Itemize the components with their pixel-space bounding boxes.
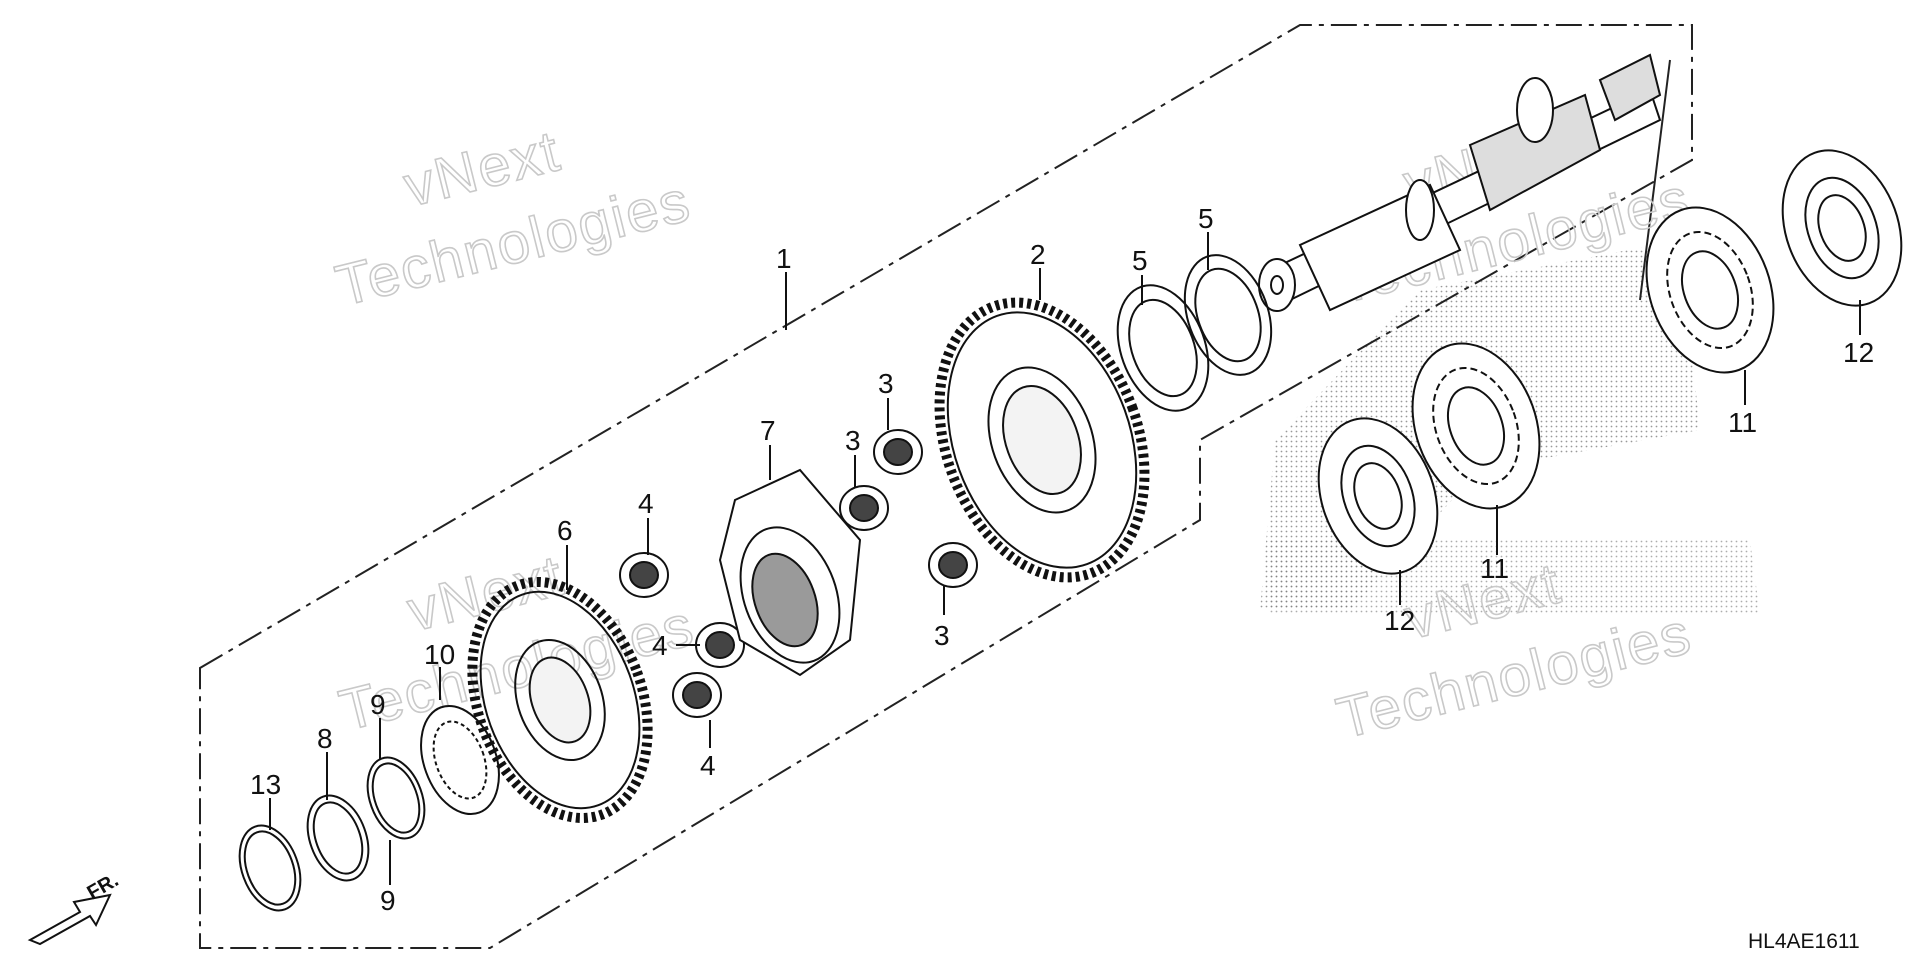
callout-oil-seal: 12 (1384, 605, 1415, 636)
callout-split-ring: 9 (370, 689, 386, 720)
callout-circlip: 13 (250, 769, 281, 800)
callout-damper-hub: 7 (760, 415, 776, 446)
washer (1116, 254, 1273, 412)
ball-bearing (1411, 206, 1775, 510)
damper-hub (718, 468, 862, 677)
callout-oil-seal: 12 (1843, 337, 1874, 368)
circlip (238, 824, 302, 912)
assembly-outline (199, 24, 1693, 949)
callout-shaft: 1 (776, 243, 792, 274)
callout-washer: 5 (1132, 245, 1148, 276)
watermark: vNext Technologies (329, 117, 698, 319)
callout-driven-gear: 2 (1030, 239, 1046, 270)
front-direction-marker: FR. (27, 869, 122, 946)
split-ring (366, 756, 426, 840)
thin-washer (306, 794, 370, 882)
callout-spring: 3 (934, 620, 950, 651)
diagram-code: HL4AE1611 (1748, 930, 1860, 953)
callout-spring: 3 (845, 425, 861, 456)
callout-spring-small: 4 (700, 750, 716, 781)
callout-split-ring: 9 (380, 885, 396, 916)
leader-lines (269, 232, 1861, 885)
callout-washer: 5 (1198, 203, 1214, 234)
callout-spring-small: 4 (638, 488, 654, 519)
callout-labels: 1 2 5 5 3 3 3 7 4 4 4 6 10 9 9 8 13 11 1… (250, 203, 1874, 916)
callout-thrust-washer: 10 (424, 639, 455, 670)
damper-spring (619, 429, 978, 718)
callout-bearing: 11 (1728, 407, 1757, 438)
driven-gear (934, 297, 1150, 583)
bearing-pointer-line (1639, 59, 1671, 301)
callout-gear: 6 (557, 515, 573, 546)
callout-spring: 3 (878, 368, 894, 399)
callout-bearing: 11 (1480, 553, 1509, 584)
callout-spring-small: 4 (652, 630, 668, 661)
oil-seal (1317, 149, 1903, 575)
thrust-washer (420, 704, 500, 816)
callout-thin-washer: 8 (317, 723, 333, 754)
mainshaft (1258, 53, 1662, 312)
